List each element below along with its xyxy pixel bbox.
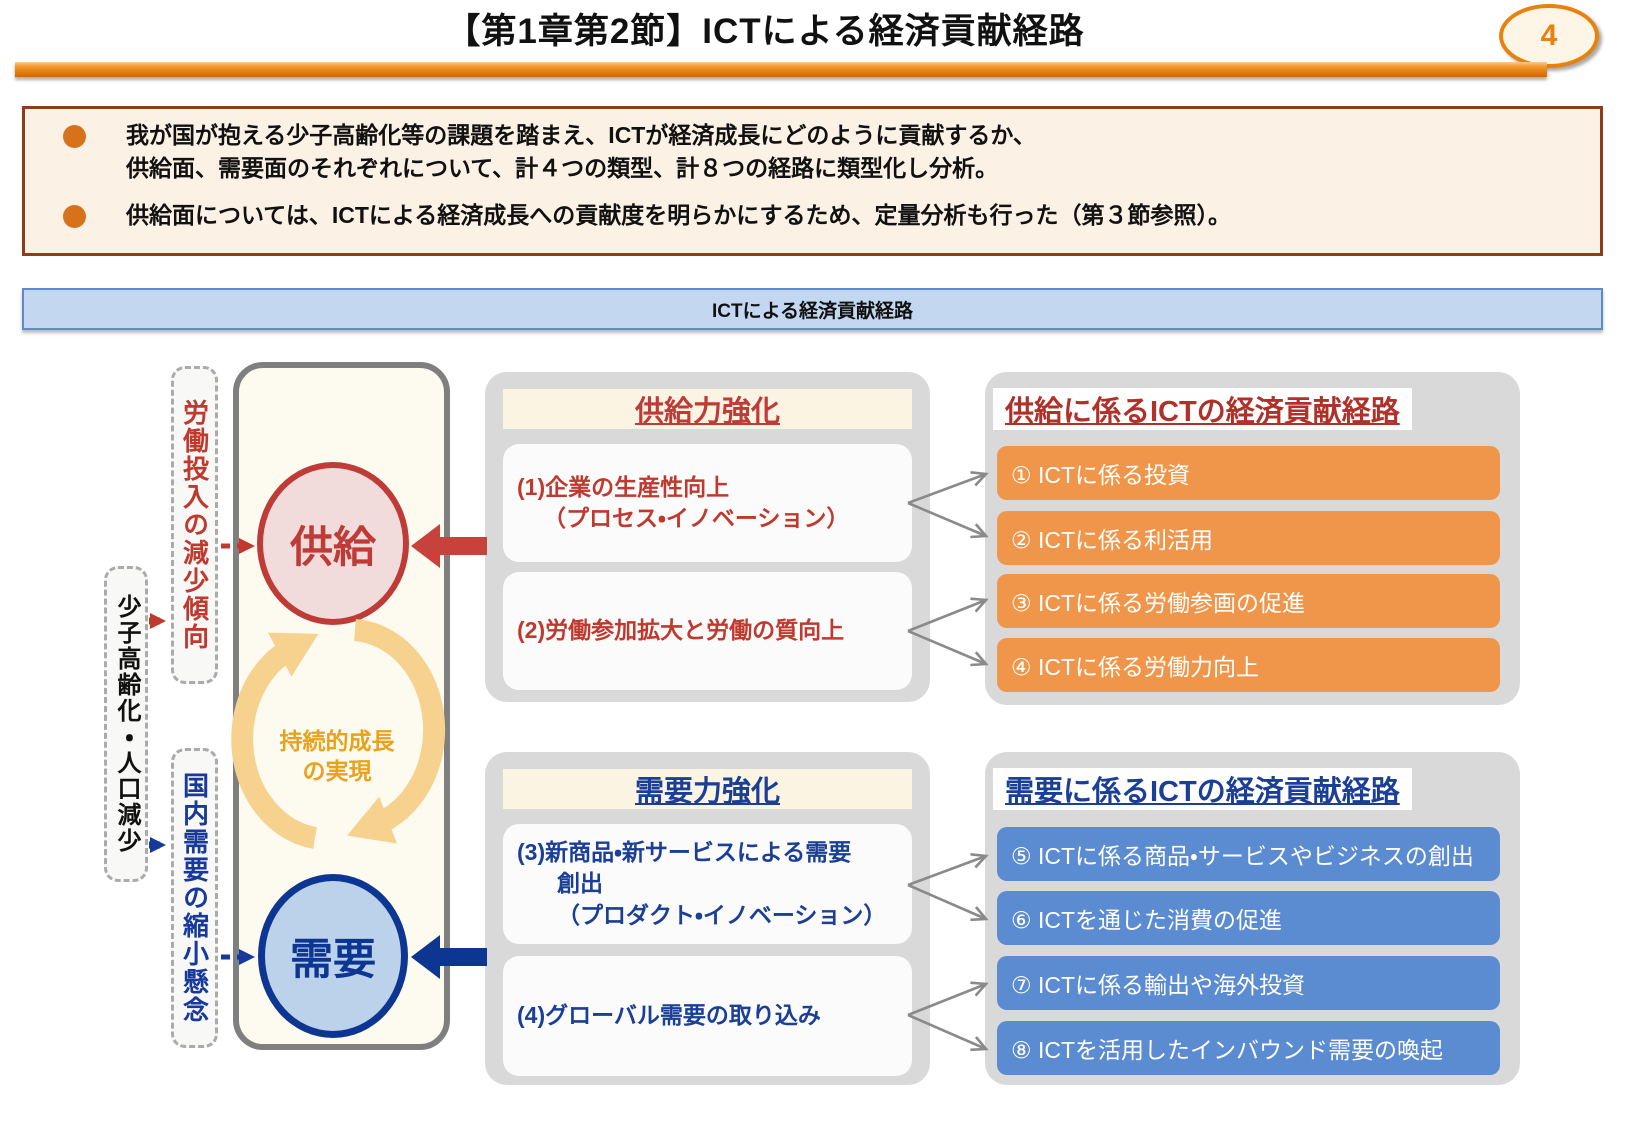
cause-box-labor-decline: 労働投入の減少傾向	[171, 366, 218, 684]
supply-strengthening-header: 供給力強化	[503, 389, 912, 429]
supply-item-2-line-1: (2)労働参加拡大と労働の質向上	[517, 617, 845, 644]
path-bar-7: ⑦ ICTに係る輸出や海外投資	[997, 956, 1500, 1010]
summary-bullet-2-line-1: 供給面については、ICTによる経済成長への貢献度を明らかにするため、定量分析も行…	[126, 201, 1231, 228]
demand-item-3-line-1: (3)新商品・新サービスによる需要	[517, 839, 852, 866]
path-bar-4: ④ ICTに係る労働力向上	[997, 638, 1500, 692]
title-divider	[15, 62, 1547, 77]
demand-circle-label: 需要	[290, 936, 376, 984]
cycle-label-line-1: 持続的成長	[279, 728, 395, 754]
section-banner-title: ICTによる経済貢献経路	[711, 300, 914, 322]
path-bar-8: ⑧ ICTを活用したインバウンド需要の喚起	[997, 1021, 1500, 1075]
cycle-label: 持続的成長 の実現	[247, 727, 427, 787]
cause-box-aging-population-label: 少子高齢化・人口減少	[113, 594, 140, 854]
demand-item-3: (3)新商品・新サービスによる需要 創出 （プロダクト・イノベーション）	[503, 824, 912, 944]
summary-bullet-1-line-2: 供給面、需要面のそれぞれについて、計４つの類型、計８つの経路に類型化し分析。	[126, 155, 999, 182]
demand-paths-header: 需要に係るICTの経済貢献経路	[993, 768, 1412, 810]
supply-circle: 供給	[257, 462, 409, 625]
path-bar-2: ② ICTに係る利活用	[997, 511, 1500, 565]
path-bar-6: ⑥ ICTを通じた消費の促進	[997, 891, 1500, 945]
supply-item-1: (1)企業の生産性向上 （プロセス・イノベーション）	[503, 444, 912, 562]
path-bar-5: ⑤ ICTに係る商品・サービスやビジネスの創出	[997, 827, 1500, 881]
cause-box-domestic-demand: 国内需要の縮小懸念	[171, 748, 218, 1048]
summary-bullet-1-text: 我が国が抱える少子高齢化等の課題を踏まえ、ICTが経済成長にどのように貢献するか…	[126, 119, 1036, 186]
demand-paths-panel: 需要に係るICTの経済貢献経路 ⑤ ICTに係る商品・サービスやビジネスの創出 …	[985, 752, 1520, 1085]
cause-box-aging-population: 少子高齢化・人口減少	[104, 566, 148, 882]
summary-note: 我が国が抱える少子高齢化等の課題を踏まえ、ICTが経済成長にどのように貢献するか…	[22, 106, 1603, 256]
supply-item-2: (2)労働参加拡大と労働の質向上	[503, 572, 912, 690]
cause-box-domestic-demand-label: 国内需要の縮小懸念	[179, 772, 210, 1024]
demand-item-4: (4)グローバル需要の取り込み	[503, 956, 912, 1076]
supply-paths-panel: 供給に係るICTの経済貢献経路 ① ICTに係る投資 ② ICTに係る利活用 ③…	[985, 372, 1520, 705]
page-number: 4	[1540, 19, 1558, 52]
bullet-dot-icon	[63, 204, 86, 228]
bullet-dot-icon	[63, 125, 86, 148]
page-number-badge: 4	[1499, 4, 1599, 68]
demand-item-3-line-2: 創出	[557, 870, 603, 897]
supply-circle-label: 供給	[290, 523, 376, 572]
supply-paths-header: 供給に係るICTの経済貢献経路	[993, 388, 1412, 430]
supply-item-1-line-1: (1)企業の生産性向上	[517, 473, 730, 500]
demand-strengthening-header: 需要力強化	[503, 769, 912, 809]
demand-item-3-line-3: （プロダクト・イノベーション）	[557, 901, 887, 928]
page-title: 【第1章第2節】ICTによる経済貢献経路	[445, 12, 1085, 51]
summary-bullet-2: 供給面については、ICTによる経済成長への貢献度を明らかにするため、定量分析も行…	[63, 199, 1580, 232]
summary-bullet-1: 我が国が抱える少子高齢化等の課題を踏まえ、ICTが経済成長にどのように貢献するか…	[63, 119, 1580, 186]
supply-strengthening-panel: 供給力強化 (1)企業の生産性向上 （プロセス・イノベーション） (2)労働参加…	[485, 372, 930, 702]
summary-bullet-1-line-1: 我が国が抱える少子高齢化等の課題を踏まえ、ICTが経済成長にどのように貢献するか…	[126, 122, 1036, 148]
cycle-label-line-2: の実現	[302, 757, 372, 784]
demand-item-4-line-1: (4)グローバル需要の取り込み	[517, 1002, 821, 1029]
section-banner: ICTによる経済貢献経路	[22, 288, 1603, 330]
cause-box-labor-decline-label: 労働投入の減少傾向	[179, 399, 210, 651]
path-bar-3: ③ ICTに係る労働参画の促進	[997, 574, 1500, 628]
summary-bullet-2-text: 供給面については、ICTによる経済成長への貢献度を明らかにするため、定量分析も行…	[126, 199, 1231, 232]
path-bar-1: ① ICTに係る投資	[997, 446, 1500, 500]
demand-circle: 需要	[258, 874, 408, 1038]
supply-item-1-line-2: （プロセス・イノベーション）	[543, 505, 850, 531]
demand-strengthening-panel: 需要力強化 (3)新商品・新サービスによる需要 創出 （プロダクト・イノベーショ…	[485, 752, 930, 1085]
